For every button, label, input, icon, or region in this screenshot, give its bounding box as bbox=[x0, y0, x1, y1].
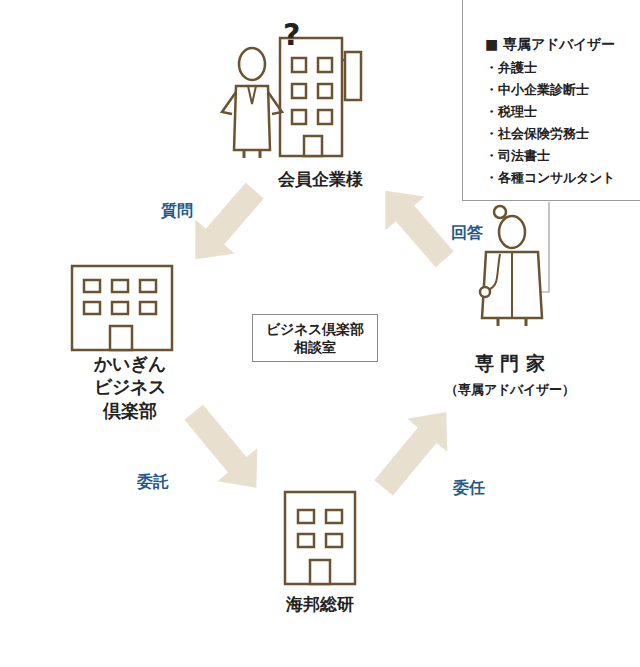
circle-fill bbox=[220, 465, 420, 665]
window bbox=[112, 280, 128, 292]
block-arrow bbox=[184, 405, 257, 488]
circle-node: 会員企業様 bbox=[220, 15, 420, 215]
block-arrow bbox=[385, 191, 453, 268]
doctor-head bbox=[499, 216, 525, 248]
coat-line bbox=[511, 252, 513, 318]
sign-icon bbox=[345, 52, 361, 100]
sign-bracket bbox=[342, 59, 345, 62]
list-item: ・社会保険労務士 bbox=[485, 123, 589, 145]
door bbox=[304, 136, 322, 156]
list-item: ・各種コンサルタント bbox=[485, 167, 615, 189]
circle-fill bbox=[30, 235, 230, 435]
person-legs bbox=[244, 150, 260, 158]
list-item: ・中小企業診断士 bbox=[485, 79, 589, 101]
doctor-legs bbox=[498, 318, 526, 326]
circle-fill bbox=[220, 15, 420, 215]
node-label: 専 門 家 bbox=[475, 351, 545, 376]
stethoscope-head bbox=[480, 287, 490, 297]
circle-shape bbox=[410, 235, 610, 435]
building-icon bbox=[280, 38, 342, 156]
window bbox=[84, 302, 100, 314]
building-icon bbox=[285, 492, 355, 584]
edge-label: 委託 bbox=[135, 472, 171, 491]
window bbox=[84, 280, 100, 292]
circle-shape bbox=[220, 465, 420, 665]
doctor-coat bbox=[482, 252, 542, 318]
person-suit bbox=[234, 86, 270, 150]
window bbox=[298, 510, 314, 523]
person-head bbox=[239, 48, 265, 80]
window bbox=[292, 84, 306, 98]
stethoscope bbox=[488, 254, 500, 290]
edge-label: 回答 bbox=[449, 223, 485, 242]
window bbox=[318, 58, 332, 72]
head-mirror bbox=[494, 206, 506, 218]
block-arrow bbox=[195, 183, 263, 259]
building-icon bbox=[72, 266, 172, 350]
list-item: ・弁護士 bbox=[485, 57, 537, 79]
edge-label: 質問 bbox=[159, 201, 195, 220]
person-arms bbox=[222, 92, 282, 114]
node-label: ビジネス倶楽部 相談室 bbox=[257, 320, 373, 356]
door bbox=[310, 560, 330, 584]
window bbox=[292, 58, 306, 72]
circle-node: 海邦総研 bbox=[220, 465, 420, 665]
list-heading: ■ 専属アドバイザー bbox=[485, 33, 615, 57]
node-label: かいぎん ビジネス 倶楽部 bbox=[82, 352, 178, 422]
node-label: 会員企業様 bbox=[278, 168, 363, 190]
window bbox=[140, 302, 156, 314]
circle-fill bbox=[410, 235, 610, 435]
door bbox=[110, 326, 132, 350]
circle-node: 専 門 家 （専属アドバイザー） bbox=[410, 235, 610, 435]
list-item: ・税理士 bbox=[485, 101, 537, 123]
center-box: ビジネス倶楽部 相談室 bbox=[252, 314, 378, 362]
window bbox=[292, 110, 306, 124]
block-arrow bbox=[374, 412, 447, 495]
window bbox=[112, 302, 128, 314]
person-tie bbox=[248, 86, 256, 104]
question-mark: ? bbox=[283, 20, 300, 50]
window bbox=[326, 534, 342, 547]
window bbox=[318, 84, 332, 98]
edge-label: 委任 bbox=[451, 478, 487, 497]
window bbox=[298, 534, 314, 547]
node-label: 海邦総研 bbox=[286, 593, 354, 615]
circle-node: かいぎん ビジネス 倶楽部 bbox=[30, 235, 230, 435]
node-sublabel: （専属アドバイザー） bbox=[445, 382, 575, 399]
callout-box: ■ 専属アドバイザー・弁護士・中小企業診断士・税理士・社会保険労務士・司法書士・… bbox=[462, 0, 640, 201]
window bbox=[318, 110, 332, 124]
window bbox=[140, 280, 156, 292]
list-item: ・司法書士 bbox=[485, 145, 550, 167]
window bbox=[326, 510, 342, 523]
